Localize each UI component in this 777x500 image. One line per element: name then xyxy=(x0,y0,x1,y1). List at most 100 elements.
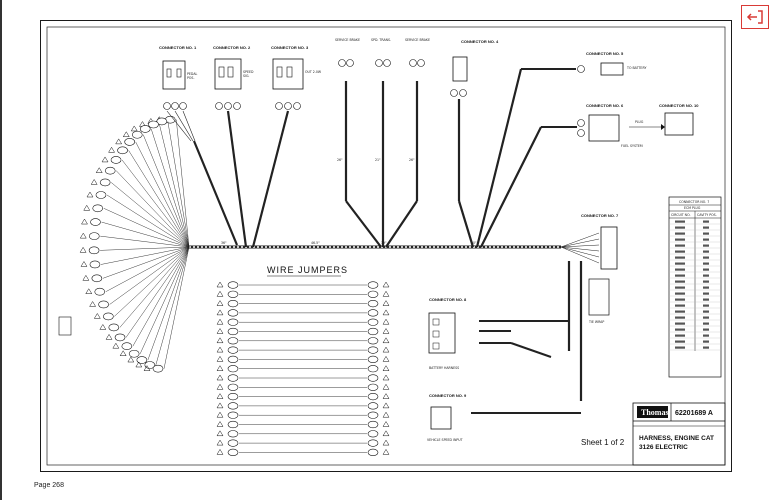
warning-icon xyxy=(216,300,224,306)
jumper-terminal xyxy=(227,439,239,447)
svg-text:SERVICE BRAKE: SERVICE BRAKE xyxy=(405,38,430,42)
svg-text:21": 21" xyxy=(375,158,381,162)
fan-wire xyxy=(147,246,190,361)
wire-terminal xyxy=(88,232,100,240)
ecm-row-text xyxy=(703,316,709,319)
warning-icon xyxy=(115,138,123,145)
brand-logo: Thomas xyxy=(641,408,669,417)
svg-text:SPEED: SPEED xyxy=(243,70,254,74)
jumper-terminal xyxy=(227,281,239,289)
plug-note: PLUG xyxy=(635,120,644,124)
wire-terminal xyxy=(124,138,135,146)
svg-text:TO BATTERY: TO BATTERY xyxy=(626,66,646,70)
fan-wire xyxy=(139,246,190,354)
wire-terminal xyxy=(94,287,106,296)
wire-terminal xyxy=(136,356,148,364)
wire-terminal xyxy=(156,117,168,126)
wire-terminal xyxy=(121,342,133,350)
connector-3: CONNECTOR NO. 3 OUT 2.0W xyxy=(251,45,322,248)
ground-block xyxy=(58,316,72,336)
svg-text:SERVICE BRAKE: SERVICE BRAKE xyxy=(335,38,360,42)
warning-icon xyxy=(382,411,390,418)
wire-terminal xyxy=(139,125,151,133)
fan-wire xyxy=(105,246,190,292)
ecm-row-text xyxy=(703,286,709,289)
ecm-row-text xyxy=(703,322,709,325)
ecm-row-text xyxy=(703,250,709,253)
wire-terminal xyxy=(95,191,107,199)
connector-1: CONNECTOR NO. 1 PEDAL POS. xyxy=(159,45,239,246)
fan-wire xyxy=(135,141,190,248)
warning-icon xyxy=(127,356,135,363)
fan-wire xyxy=(103,208,190,248)
part-number: 62201689 A xyxy=(675,410,713,417)
ecm-row-text xyxy=(675,274,685,277)
ecm-row-text xyxy=(675,262,685,265)
warning-icon xyxy=(83,204,91,211)
jumper-terminal xyxy=(227,290,239,298)
ecm-row-text xyxy=(703,262,709,265)
ecm-row-text xyxy=(703,238,709,241)
warning-icon xyxy=(216,355,224,362)
wire-terminal xyxy=(110,156,122,164)
warning-icon xyxy=(382,355,390,362)
ecm-table-subheader: ECM PLUG xyxy=(684,206,701,210)
warning-icon xyxy=(80,260,88,267)
svg-text:SPD. TRANS.: SPD. TRANS. xyxy=(371,38,391,42)
ecm-row-text xyxy=(703,226,709,229)
ecm-row-text xyxy=(703,280,709,283)
sheet-label: Sheet 1 of 2 xyxy=(581,438,625,447)
warning-icon xyxy=(382,402,390,409)
ecm-row-text xyxy=(675,268,685,271)
warning-icon xyxy=(119,350,127,357)
warning-icon xyxy=(216,430,224,437)
connector-4: CONNECTOR NO. 4 xyxy=(450,39,499,248)
wire-terminal xyxy=(90,218,101,226)
vehicle-speed-label: VEHICLE SPEED INPUT xyxy=(427,438,463,442)
jumper-terminal xyxy=(367,393,379,401)
fan-wire xyxy=(114,246,190,317)
connector-3-label: CONNECTOR NO. 3 xyxy=(271,45,309,50)
ecm-row-text xyxy=(675,310,685,313)
warning-icon xyxy=(382,393,390,399)
jumper-terminal xyxy=(227,355,239,364)
ecm-row-text xyxy=(703,328,709,331)
fan-wire xyxy=(116,170,190,248)
warning-icon xyxy=(99,323,107,330)
wire-terminal xyxy=(99,178,111,187)
battery-harness-label: BATTERY HARNESS xyxy=(429,366,459,370)
warning-icon xyxy=(382,421,390,427)
ecm-row-text xyxy=(675,238,685,241)
ecm-row-text xyxy=(703,232,709,235)
ecm-row-text xyxy=(675,340,685,343)
ecm-table-col2: CAVITY POS. xyxy=(697,213,717,217)
warning-icon xyxy=(85,288,93,294)
drawing-title-line1: HARNESS, ENGINE CAT xyxy=(639,435,714,442)
connector-9: CONNECTOR NO. 9 VEHICLE SPEED INPUT xyxy=(427,393,581,442)
warning-icon xyxy=(216,402,224,409)
brake-switches: SERVICE BRAKE SPD. TRANS. SERVICE BRAKE … xyxy=(335,38,430,248)
wire-terminal xyxy=(117,146,128,155)
fan-wire xyxy=(100,235,190,248)
jumper-terminal xyxy=(227,346,239,354)
warning-icon xyxy=(79,246,87,253)
jumper-terminal xyxy=(227,337,239,345)
ecm-table: CONNECTOR NO. 7 ECM PLUG CIRCUIT NO. CAV… xyxy=(668,196,722,378)
warning-icon xyxy=(382,281,390,288)
wire-terminal xyxy=(128,349,140,358)
jumper-terminal xyxy=(367,290,379,298)
svg-text:20": 20" xyxy=(471,241,477,245)
connector-4-label: CONNECTOR NO. 4 xyxy=(461,39,499,44)
warning-icon xyxy=(95,167,103,173)
warning-icon xyxy=(382,365,390,371)
ecm-row-text xyxy=(675,292,685,295)
ecm-row-text xyxy=(675,322,685,325)
fan-wire xyxy=(176,119,190,248)
jumper-terminal xyxy=(227,393,239,401)
connector-2-label: CONNECTOR NO. 2 xyxy=(213,45,251,50)
exit-button[interactable] xyxy=(741,5,769,29)
page-number: Page 268 xyxy=(34,482,64,489)
ecm-row-text xyxy=(675,232,685,235)
warning-icon xyxy=(382,309,390,316)
wire-terminal xyxy=(131,130,143,139)
